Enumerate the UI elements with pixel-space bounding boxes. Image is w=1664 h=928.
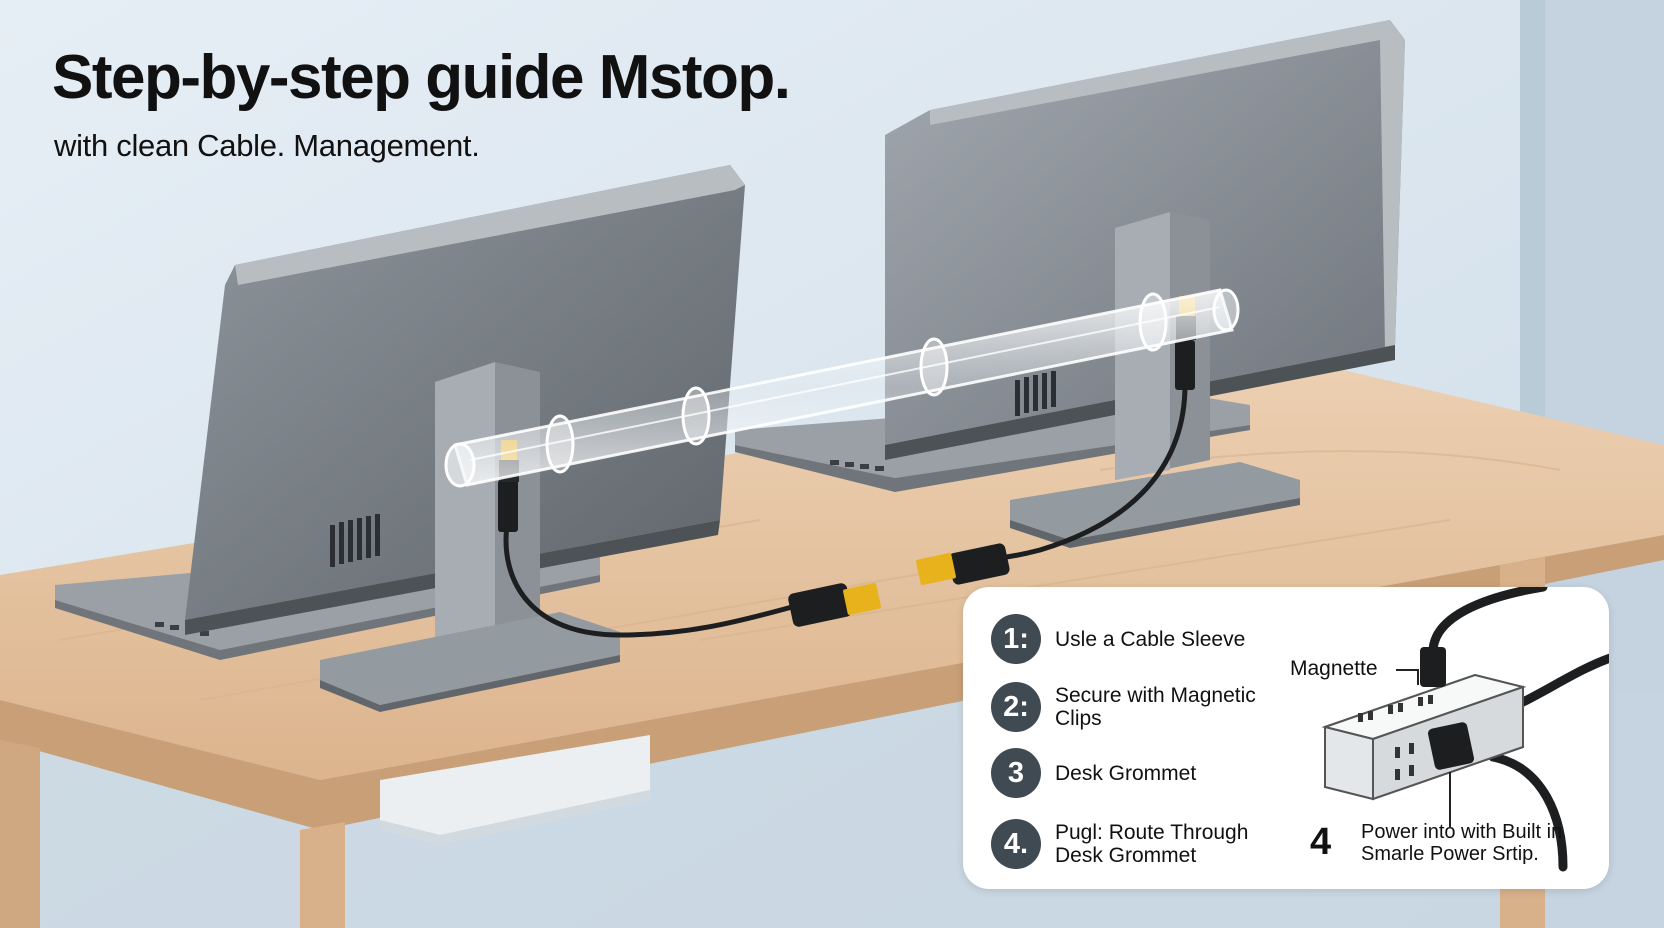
step-2-number: 2: <box>991 682 1041 732</box>
step-1: 1: Usle a Cable Sleeve <box>991 614 1270 664</box>
plug-top <box>1420 647 1446 687</box>
power-strip-illustration <box>1321 587 1609 872</box>
steps-panel: 1: Usle a Cable Sleeve 2: Secure with Ma… <box>963 587 1609 889</box>
power-strip <box>1321 673 1527 801</box>
usb-plug-loose-left <box>788 583 881 627</box>
page-title: Step-by-step guide Mstop. <box>52 43 791 112</box>
cable-sleeve <box>444 288 1240 488</box>
step-4-label: Pugl: Route Through Desk Grommet <box>1055 821 1249 867</box>
step-2: 2: Secure with Magnetic Clips <box>991 682 1270 732</box>
step-1-label: Usle a Cable Sleeve <box>1055 627 1246 651</box>
desk-leg-front <box>300 822 345 928</box>
step-3: 3 Desk Grommet <box>991 748 1270 798</box>
step-3-label: Desk Grommet <box>1055 761 1197 785</box>
usb-plug-loose-right <box>916 543 1010 586</box>
power-step-number: 4 <box>1310 821 1332 863</box>
step-3-number: 3 <box>991 748 1041 798</box>
left-monitor <box>55 165 745 712</box>
plug-side <box>1428 722 1474 770</box>
step-2-label: Secure with Magnetic Clips <box>1055 684 1256 730</box>
step-4: 4. Pugl: Route Through Desk Grommet <box>991 819 1270 869</box>
step-1-number: 1: <box>991 614 1041 664</box>
under-desk-tray <box>380 735 650 835</box>
step-4-number: 4. <box>991 819 1041 869</box>
page-subtitle: with clean Cable. Management. <box>54 128 480 163</box>
magnet-callout-label: Magnette <box>1290 657 1378 680</box>
power-strip-caption: Power into with Built in Smarle Power Sr… <box>1361 821 1563 865</box>
